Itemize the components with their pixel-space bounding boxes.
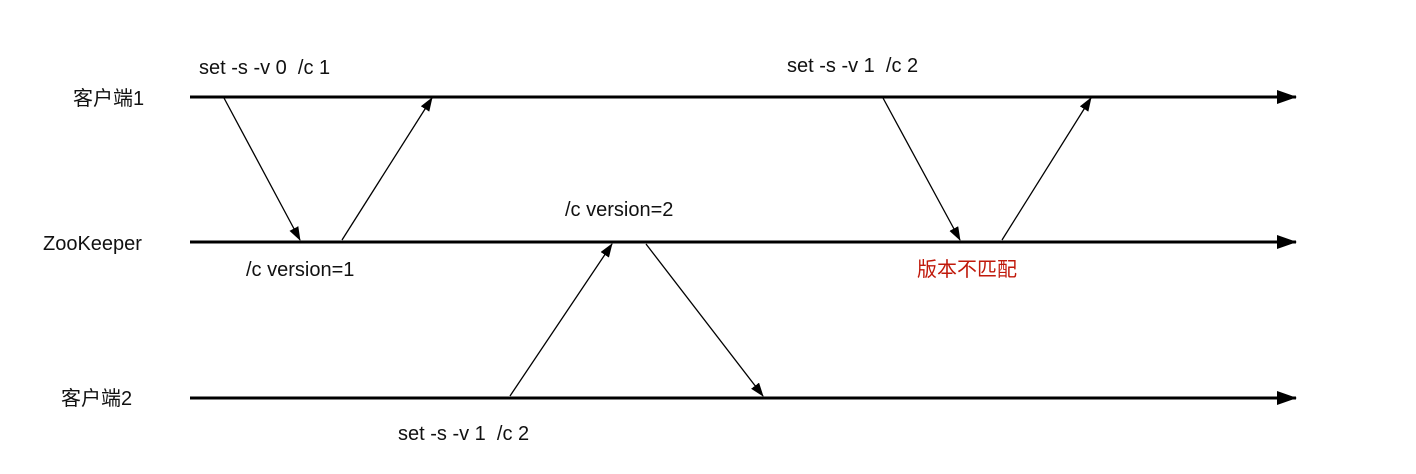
client2-command: set -s -v 1 /c 2 — [398, 423, 530, 445]
client1-first-command: set -s -v 0 /c 1 — [199, 57, 331, 79]
zk-version-mismatch-label: 版本不匹配 — [917, 259, 1017, 281]
msg-client1-to-zk-first — [223, 97, 301, 241]
msg-client1-to-zk-second — [882, 97, 961, 241]
msg-zk-to-client1-first — [341, 97, 433, 241]
msg-zk-to-client1-second — [1001, 97, 1092, 241]
msg-client2-to-zk — [509, 243, 613, 397]
lane-label-client1: 客户端1 — [73, 88, 145, 110]
lane-label-zookeeper: ZooKeeper — [43, 233, 142, 255]
lane-label-client2: 客户端2 — [61, 388, 133, 410]
msg-zk-to-client2 — [645, 243, 764, 397]
zk-version-2-label: /c version=2 — [565, 199, 674, 221]
zk-version-1-label: /c version=1 — [246, 259, 355, 281]
client1-second-command: set -s -v 1 /c 2 — [787, 55, 919, 77]
